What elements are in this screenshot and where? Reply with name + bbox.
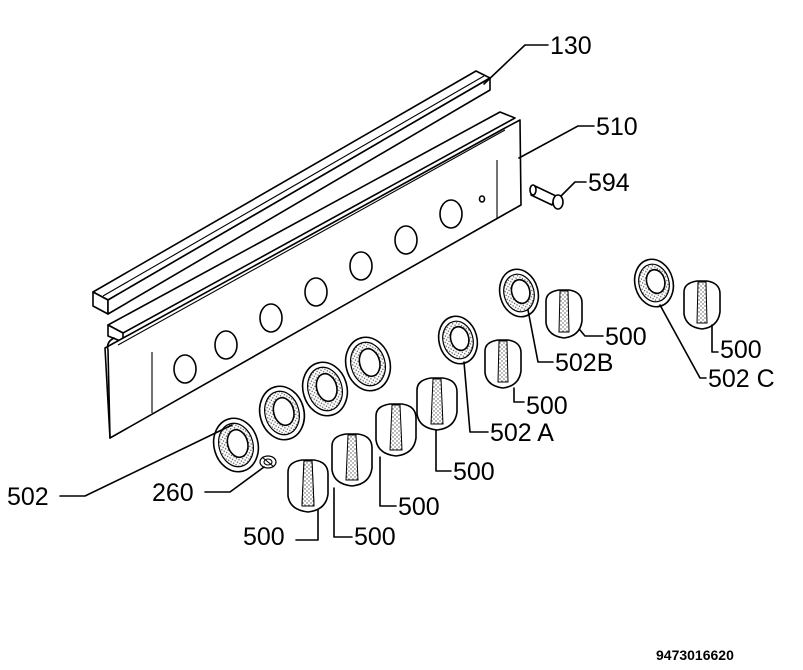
pin-594 bbox=[529, 184, 564, 210]
callout-500-knob3: 500 bbox=[398, 493, 440, 521]
knob bbox=[545, 289, 583, 339]
bezels bbox=[212, 258, 675, 473]
callout-502: 502 bbox=[7, 483, 49, 511]
callout-500-knob4: 500 bbox=[453, 458, 495, 486]
callout-labels: 130 510 594 502 260 500 500 500 500 502 … bbox=[7, 32, 775, 551]
callout-500-knob1: 500 bbox=[243, 523, 285, 551]
document-number: 9473016620 bbox=[656, 647, 734, 663]
bezel bbox=[301, 361, 349, 417]
callout-500-knob2: 500 bbox=[354, 523, 396, 551]
top-rail-130 bbox=[92, 70, 491, 315]
callout-500-knob7: 500 bbox=[720, 336, 762, 364]
bezel bbox=[344, 336, 392, 392]
callout-130: 130 bbox=[550, 32, 592, 60]
bezel-502c bbox=[633, 258, 675, 308]
panel-holes bbox=[173, 195, 486, 384]
bezel-502b bbox=[498, 268, 540, 318]
control-panel-510 bbox=[104, 111, 522, 439]
leader-lines bbox=[59, 44, 719, 541]
callout-502a: 502 A bbox=[490, 419, 554, 447]
knob bbox=[683, 280, 721, 330]
callout-510: 510 bbox=[596, 113, 638, 141]
callout-260: 260 bbox=[152, 479, 194, 507]
knob bbox=[331, 433, 373, 487]
callout-500-knob5: 500 bbox=[526, 392, 568, 420]
bezel-502a bbox=[437, 315, 479, 365]
knob bbox=[287, 459, 329, 513]
knob bbox=[416, 377, 458, 431]
callout-594: 594 bbox=[588, 169, 630, 197]
callout-502c: 502 C bbox=[708, 365, 775, 393]
bezel bbox=[258, 385, 306, 441]
knob bbox=[375, 403, 417, 457]
part-260 bbox=[259, 455, 277, 469]
callout-500-knob6: 500 bbox=[605, 323, 647, 351]
knob bbox=[484, 339, 522, 389]
bezel bbox=[212, 417, 260, 473]
callout-502b: 502B bbox=[555, 349, 613, 377]
knobs bbox=[287, 280, 721, 513]
